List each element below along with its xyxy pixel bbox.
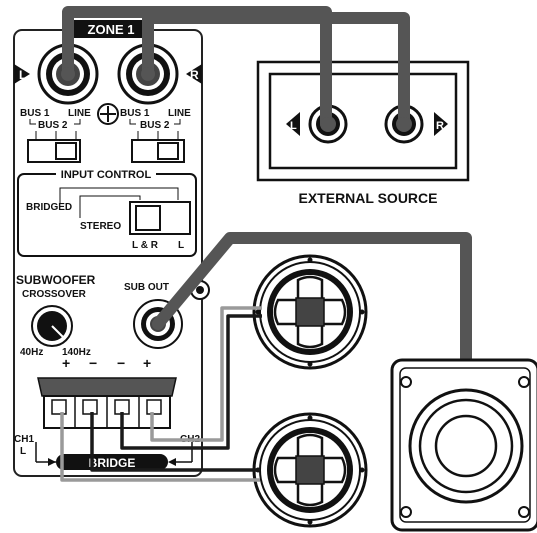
external-source-label: EXTERNAL SOURCE [299,190,438,206]
left-switch-bus2: BUS 2 [38,120,68,131]
amp-panel: ZONE 1 L R BUS 1 BUS 2 LINE [13,20,210,477]
zone-left-cable [62,6,332,130]
sub-out-cable [152,232,472,370]
subwoofer-title: SUBWOOFER [16,273,96,287]
right-input-switch[interactable] [131,139,185,163]
crossover-label: CROSSOVER [22,289,87,300]
left-badge-arrow [14,64,30,84]
sub-out-label: SUB OUT [124,282,169,293]
crossover-max: 140Hz [62,347,91,358]
crossover-min: 40Hz [20,347,43,358]
ch1-sub-label: L [20,446,26,457]
speaker-top [252,254,368,370]
speaker-wires [60,306,262,482]
crossover-knob[interactable] [31,305,73,347]
polarity-4: + [143,355,151,371]
right-switch-line: LINE [168,108,191,119]
input-control-switch[interactable] [129,201,191,235]
external-source: L R EXTERNAL SOURCE [256,60,470,206]
ext-left-arrow [286,112,300,136]
panel-screw-icon [97,103,119,125]
right-badge-arrow [186,64,202,84]
zone-header [68,20,154,38]
speaker-terminal-block[interactable] [37,377,177,429]
zone-label: ZONE 1 [88,22,135,37]
lr-label: L & R [132,240,159,251]
right-switch-bus2: BUS 2 [140,120,170,131]
input-control-title: INPUT CONTROL [61,169,152,181]
ext-right-arrow [434,112,448,136]
polarity-3: − [117,355,125,371]
bridged-label: BRIDGED [26,202,72,213]
left-badge: L [19,68,26,82]
right-switch-bus1: BUS 1 [120,108,150,119]
left-input-switch[interactable] [27,139,81,163]
ext-left-badge: L [290,120,297,132]
left-switch-bus1: BUS 1 [20,108,50,119]
ch1-label: CH1 [14,434,34,445]
stereo-label: STEREO [80,221,121,232]
right-badge: R [190,68,199,82]
speaker-bottom [252,412,368,528]
polarity-1: + [62,355,70,371]
bridge-label: BRIDGE [89,456,136,470]
bridge-bar [35,442,193,470]
polarity-2: − [89,355,97,371]
rca-cables [62,6,472,370]
ext-right-badge: R [436,120,444,132]
left-switch-line: LINE [68,108,91,119]
subwoofer-cabinet [390,358,537,532]
l-label: L [178,240,184,251]
